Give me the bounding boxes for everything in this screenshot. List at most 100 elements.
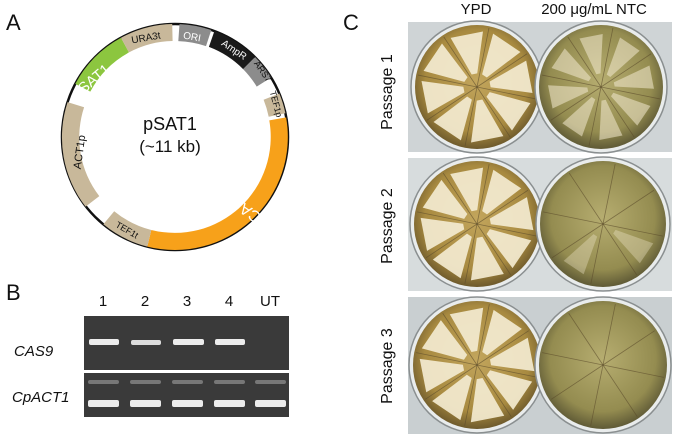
sector-line: [590, 223, 604, 284]
feature-ura3t-label: URA3t: [131, 30, 162, 46]
sector-line: [417, 74, 478, 88]
sector-line: [464, 86, 478, 147]
yeast-streak: [470, 377, 505, 423]
sector-line: [476, 86, 511, 138]
sector-line: [602, 304, 616, 366]
feature-act1p: [61, 102, 100, 207]
gel-band: [172, 400, 203, 407]
yeast-streak: [450, 31, 483, 75]
yeast-streak: [482, 309, 522, 356]
yeast-streak: [433, 96, 472, 141]
feature-ars7: [243, 57, 272, 87]
panel-c-label: C: [343, 10, 359, 35]
sector-line: [442, 172, 478, 225]
yeast-streak: [486, 370, 533, 410]
sector-line: [602, 364, 638, 417]
yeast-streak: [471, 99, 504, 143]
sector-line: [476, 189, 529, 225]
gel-row-label: CAS9: [14, 343, 54, 360]
sector-line: [417, 211, 478, 225]
yeast-streak: [606, 37, 640, 78]
gel-cpact1: [84, 373, 289, 417]
feature-cas9: [147, 117, 288, 251]
sector-line: [602, 223, 663, 237]
sector-line: [602, 223, 638, 276]
yeast-streak: [420, 217, 465, 251]
sector-line: [425, 223, 478, 259]
sector-line: [443, 36, 478, 88]
yeast-streak: [432, 374, 472, 421]
gel-band: [88, 380, 119, 384]
yeast-streak: [482, 33, 521, 78]
yeast-streak: [579, 34, 603, 75]
gel-band: [130, 400, 161, 407]
gel-band: [255, 380, 286, 384]
yeast-streak: [551, 48, 592, 82]
yeast-streak: [486, 229, 532, 269]
column-label-ntc: 200 μg/mL NTC: [541, 1, 647, 18]
sector-line: [588, 86, 602, 147]
feature-ura3t: [121, 24, 173, 53]
feature-sat1: [75, 37, 129, 92]
panel-a-label: A: [6, 10, 21, 35]
yeast-streak: [548, 85, 589, 109]
sector-line: [567, 36, 602, 88]
sector-line: [600, 27, 614, 88]
lane-label: 2: [141, 293, 149, 310]
sector-line: [476, 304, 490, 366]
yeast-streak: [419, 358, 465, 393]
yeast-streak: [489, 60, 533, 93]
sector-line: [602, 164, 616, 225]
gel-band: [88, 400, 119, 407]
yeast-streak: [422, 179, 468, 219]
lane-label: 4: [225, 293, 233, 310]
plates: [408, 20, 672, 434]
yeast-streak: [613, 229, 654, 264]
gel-band: [173, 339, 204, 345]
sector-line: [600, 86, 661, 100]
gel-band: [130, 380, 161, 384]
sector-line: [542, 352, 604, 366]
lane-label: 1: [99, 293, 107, 310]
sector-line: [476, 223, 512, 276]
yeast-streak: [610, 92, 651, 126]
feature-ori: [178, 24, 212, 47]
panel-a: A SAT1 URA3t ORI AmpR ARS7 TEF1p CAS9 TE…: [6, 10, 290, 252]
feature-tef1t: [103, 211, 152, 247]
yeast-streak: [562, 96, 596, 137]
gel-band: [214, 380, 245, 384]
panel-b: B 1 2 3 4 UT CAS9 CpACT1: [6, 280, 289, 417]
yeast-streak: [470, 236, 504, 281]
gel-row-label: CpACT1: [12, 389, 70, 406]
sector-line: [590, 364, 604, 426]
lane-label: 3: [183, 293, 191, 310]
feature-ampr: [208, 31, 256, 70]
lane-label: UT: [260, 293, 280, 310]
sector-line: [476, 53, 528, 88]
gel-band: [255, 400, 286, 407]
sector-line: [476, 164, 490, 225]
sector-line: [464, 364, 478, 426]
sector-line: [476, 223, 537, 237]
column-label-ypd: YPD: [461, 1, 492, 18]
gel-band: [89, 339, 119, 345]
yeast-streak: [432, 233, 472, 279]
sector-line: [476, 364, 538, 378]
yeast-streak: [449, 307, 484, 353]
yeast-streak: [613, 65, 654, 89]
yeast-streak: [421, 81, 465, 114]
yeast-streak: [489, 337, 535, 372]
sector-line: [416, 352, 478, 366]
gel-band: [131, 340, 161, 345]
sector-line: [425, 364, 478, 400]
row-label-passage-2: Passage 2: [379, 188, 396, 264]
sector-line: [541, 74, 602, 88]
row-label-passage-1: Passage 1: [379, 54, 396, 130]
sector-line: [600, 86, 635, 138]
sector-line: [476, 330, 529, 366]
feature-act1p-label: ACT1p: [72, 134, 89, 170]
sector-line: [464, 223, 478, 284]
sector-line: [600, 53, 652, 88]
sector-line: [551, 223, 604, 259]
